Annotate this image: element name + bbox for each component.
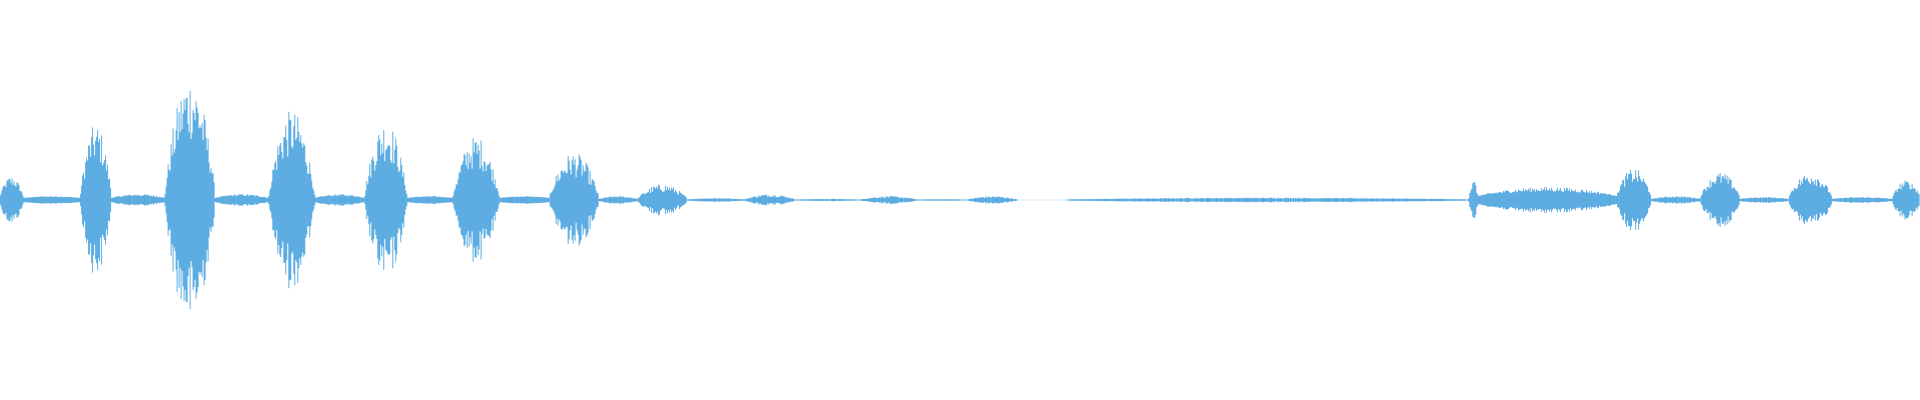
waveform-bars <box>0 91 1920 309</box>
